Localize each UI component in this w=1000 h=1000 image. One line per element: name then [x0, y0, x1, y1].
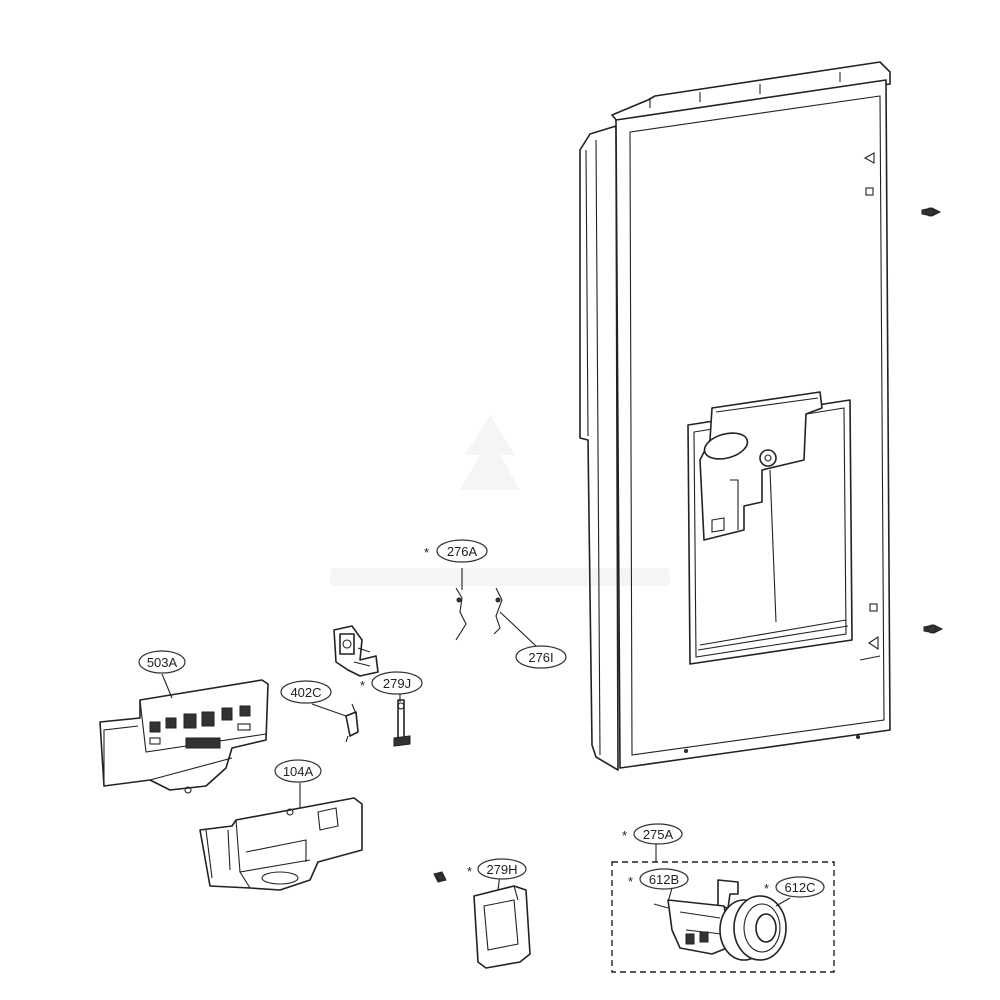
leader-402c — [311, 703, 347, 717]
leader-612c — [775, 897, 791, 907]
callout-104a-label: 104A — [283, 764, 314, 779]
switch-bracket[interactable] — [333, 625, 379, 677]
cover-279h[interactable] — [473, 885, 531, 969]
marker-612c: * — [764, 881, 769, 896]
marker-279h: * — [467, 864, 472, 879]
fan-612c[interactable] — [719, 895, 787, 961]
leader-612b — [667, 887, 673, 903]
marker-279j: * — [360, 678, 365, 693]
marker-612b: * — [628, 874, 633, 889]
callout-612b[interactable]: 612B — [639, 868, 689, 890]
callout-612b-label: 612B — [649, 872, 679, 887]
hinge-screw-lower[interactable] — [923, 624, 944, 634]
screw-small[interactable] — [433, 871, 447, 883]
callout-276i-label: 276I — [528, 650, 553, 665]
control-panel-buttons — [149, 705, 251, 749]
callout-279h-label: 279H — [486, 862, 517, 877]
lever-279j[interactable] — [393, 699, 411, 747]
callout-279h[interactable]: 279H — [477, 858, 527, 880]
callout-612c-label: 612C — [784, 880, 815, 895]
hinge-screw-upper[interactable] — [921, 207, 942, 217]
callout-402c-label: 402C — [290, 685, 321, 700]
marker-275a: * — [622, 828, 627, 843]
callout-503a[interactable]: 503A — [138, 650, 186, 674]
switch-402c[interactable] — [345, 703, 359, 743]
callout-276a-label: 276A — [447, 544, 478, 559]
watermark-logo — [330, 415, 670, 586]
marker-276a: * — [424, 545, 429, 560]
callout-276i[interactable]: 276I — [515, 645, 567, 669]
sensor-612b[interactable] — [653, 879, 739, 955]
dispenser-recess — [687, 391, 853, 665]
spring-276i[interactable] — [493, 587, 503, 635]
callout-612c[interactable]: 612C — [775, 876, 825, 898]
callout-402c[interactable]: 402C — [280, 680, 332, 704]
callout-279j[interactable]: 279J — [371, 671, 423, 695]
callout-275a-label: 275A — [643, 827, 674, 842]
callout-276a[interactable]: 276A — [436, 539, 488, 563]
callout-275a[interactable]: 275A — [633, 823, 683, 845]
callout-279j-label: 279J — [383, 676, 411, 691]
kit-275a-box — [611, 861, 835, 973]
leader-276i — [499, 611, 537, 647]
spring-276a[interactable] — [455, 587, 467, 641]
callout-503a-label: 503A — [147, 655, 178, 670]
callout-104a[interactable]: 104A — [274, 759, 322, 783]
leader-503a — [161, 673, 173, 699]
housing-104a[interactable] — [199, 797, 363, 891]
control-panel-503a[interactable] — [99, 679, 269, 794]
